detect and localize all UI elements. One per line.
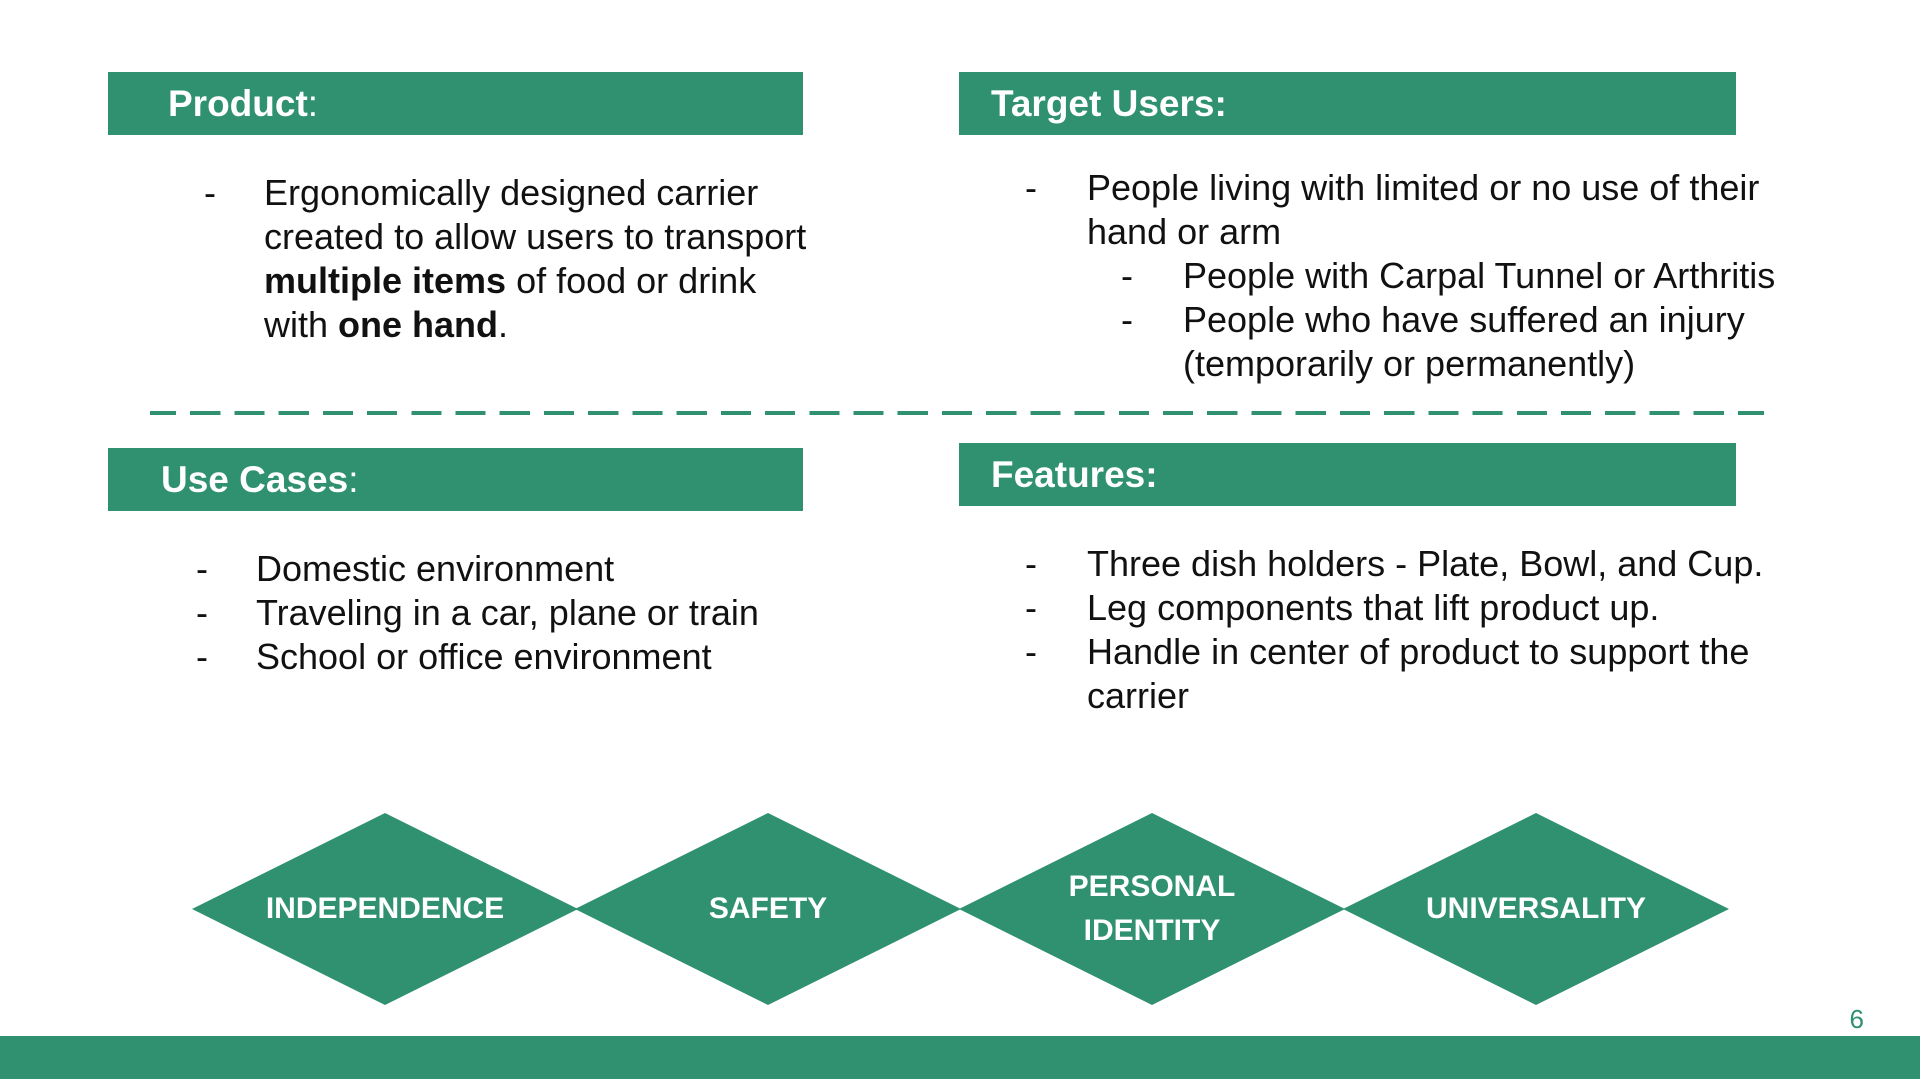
bullet-dash: - <box>196 592 208 633</box>
product-line-4-start: with <box>264 304 339 345</box>
product-line-2: created to allow users to transport <box>264 216 807 257</box>
product-line-4-end: . <box>498 304 509 345</box>
use-case-text: Domestic environment <box>256 548 615 589</box>
page-number: 6 <box>1849 1004 1864 1034</box>
list-item: - Domestic environment <box>196 547 759 591</box>
value-label: UNIVERSALITY <box>1425 892 1647 925</box>
diamond-shape <box>1343 813 1729 1005</box>
sub-bullet-dash: - <box>1121 255 1133 296</box>
product-description: - Ergonomically designed carrier created… <box>204 171 806 347</box>
value-diamond-personal-identity: PERSONAL IDENTITY <box>959 813 1345 1005</box>
list-item: - Handle in center of product to support… <box>1025 630 1763 718</box>
list-item: - Traveling in a car, plane or train <box>196 591 759 635</box>
use-cases-list: - Domestic environment - Traveling in a … <box>196 547 759 679</box>
diamond-shape <box>959 813 1345 1005</box>
list-item: - Leg components that lift product up. <box>1025 586 1763 630</box>
target-users-item-1-line-2: hand or arm <box>1087 211 1282 252</box>
product-header-colon: : <box>307 82 319 124</box>
target-users-header: Target Users: <box>959 72 1736 135</box>
value-label-line-2: IDENTITY <box>1083 914 1221 947</box>
target-users-list: - People living with limited or no use o… <box>1025 166 1775 386</box>
value-diamond-universality: UNIVERSALITY <box>1343 813 1729 1005</box>
value-diamond-independence: INDEPENDENCE <box>192 813 578 1005</box>
features-list: - Three dish holders - Plate, Bowl, and … <box>1025 542 1763 718</box>
bullet-dash: - <box>196 636 208 677</box>
feature-text-continued: carrier <box>1087 675 1190 716</box>
target-users-item-1-line-1: People living with limited or no use of … <box>1087 167 1760 208</box>
bullet-dash: - <box>204 172 216 213</box>
use-cases-header: Use Cases: <box>108 448 803 511</box>
product-line-3-rest: of food or drink <box>506 260 757 301</box>
use-cases-header-colon: : <box>348 458 359 500</box>
value-diamond-safety: SAFETY <box>575 813 961 1005</box>
feature-text: Handle in center of product to support t… <box>1087 631 1750 672</box>
target-users-sub-item-2-line-1: People who have suffered an injury <box>1183 299 1745 340</box>
bullet-dash: - <box>1025 167 1037 208</box>
diamond-shape <box>192 813 578 1005</box>
bullet-dash: - <box>1025 587 1037 628</box>
product-header-label: Product <box>168 82 308 124</box>
use-cases-header-label: Use Cases <box>161 458 349 500</box>
list-item: - School or office environment <box>196 635 759 679</box>
value-label: INDEPENDENCE <box>265 892 505 925</box>
sub-bullet-dash: - <box>1121 299 1133 340</box>
features-header: Features: <box>959 443 1736 506</box>
product-line-1: Ergonomically designed carrier <box>264 172 759 213</box>
bullet-dash: - <box>1025 631 1037 672</box>
bullet-dash: - <box>196 548 208 589</box>
diamond-shape <box>575 813 961 1005</box>
value-label: SAFETY <box>708 892 828 925</box>
feature-text: Three dish holders - Plate, Bowl, and Cu… <box>1087 543 1764 584</box>
use-case-text: School or office environment <box>256 636 712 677</box>
target-users-sub-item-2-line-2: (temporarily or permanently) <box>1183 343 1636 384</box>
section-divider <box>150 411 1764 415</box>
features-header-label: Features: <box>991 453 1158 495</box>
value-label-line-1: PERSONAL <box>1068 870 1236 903</box>
bullet-dash: - <box>1025 543 1037 584</box>
product-header: Product: <box>108 72 803 135</box>
target-users-header-label: Target Users: <box>991 82 1227 124</box>
product-bold-one-hand: one hand <box>338 304 499 345</box>
list-item: - Three dish holders - Plate, Bowl, and … <box>1025 542 1763 586</box>
target-users-sub-item-1: People with Carpal Tunnel or Arthritis <box>1183 255 1776 296</box>
product-bold-multiple-items: multiple items <box>264 260 507 301</box>
footer-bar <box>0 1036 1920 1079</box>
use-case-text: Traveling in a car, plane or train <box>256 592 759 633</box>
feature-text: Leg components that lift product up. <box>1087 587 1660 628</box>
